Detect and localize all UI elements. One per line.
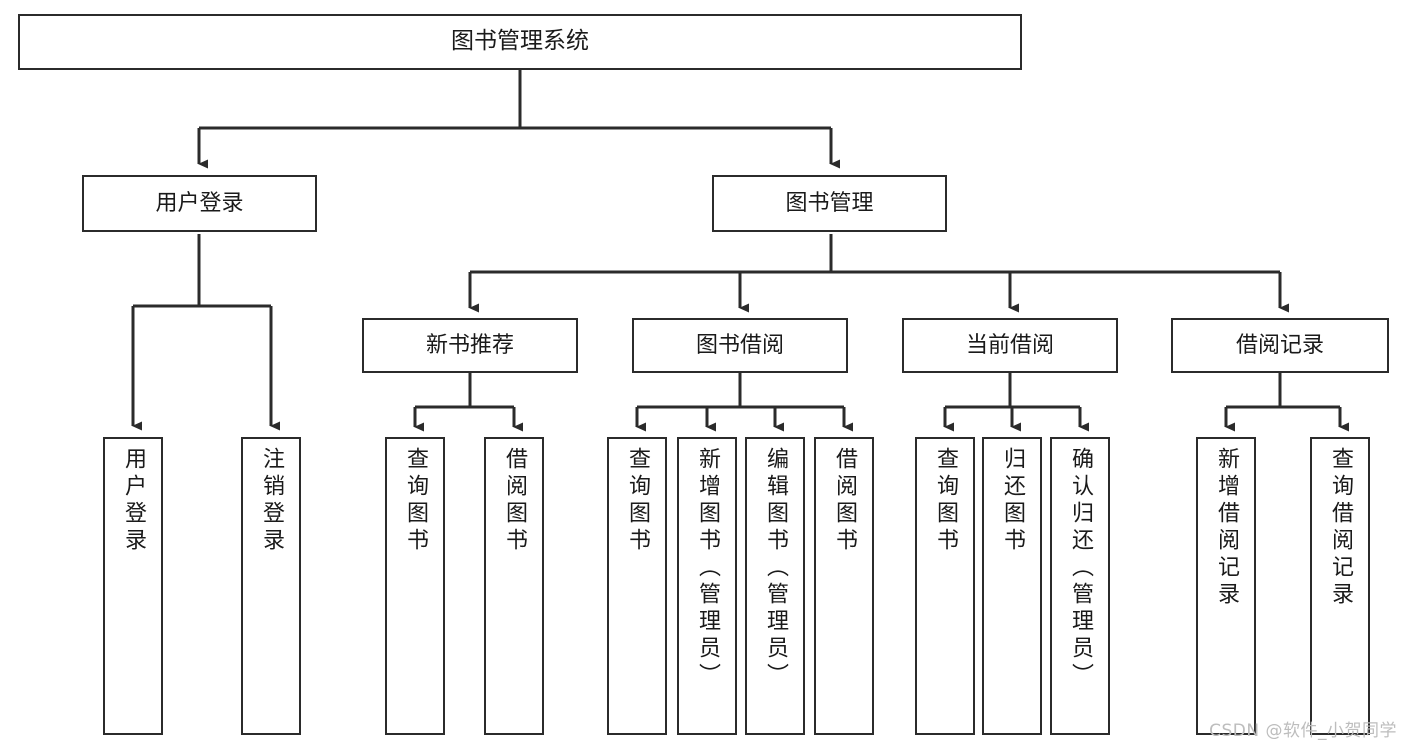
leaf-return-book[interactable]: 归还图书 xyxy=(982,437,1042,735)
node-label: 新书推荐 xyxy=(425,332,514,358)
leaf-edit-book-admin[interactable]: 编辑图书（管理员） xyxy=(745,437,805,735)
node-label: 归还图书 xyxy=(1000,447,1025,555)
node-user-login[interactable]: 用户登录 xyxy=(82,175,317,232)
node-label: 借阅记录 xyxy=(1235,332,1324,358)
node-label: 当前借阅 xyxy=(965,332,1054,358)
node-new-book-recommend[interactable]: 新书推荐 xyxy=(362,318,578,373)
leaf-borrow-book[interactable]: 借阅图书 xyxy=(814,437,874,735)
leaf-add-borrow-record[interactable]: 新增借阅记录 xyxy=(1196,437,1256,735)
leaf-borrow-book-new[interactable]: 借阅图书 xyxy=(484,437,544,735)
node-book-borrow[interactable]: 图书借阅 xyxy=(632,318,848,373)
leaf-query-borrow-record[interactable]: 查询借阅记录 xyxy=(1310,437,1370,735)
node-label: 图书借阅 xyxy=(695,332,784,358)
node-label: 编辑图书（管理员） xyxy=(763,447,788,690)
node-label: 查询图书 xyxy=(403,447,428,555)
node-label: 确认归还（管理员） xyxy=(1068,447,1093,690)
leaf-query-book-current[interactable]: 查询图书 xyxy=(915,437,975,735)
leaf-query-book-new[interactable]: 查询图书 xyxy=(385,437,445,735)
leaf-user-logout[interactable]: 注销登录 xyxy=(241,437,301,735)
node-root-system[interactable]: 图书管理系统 xyxy=(18,14,1022,70)
node-borrow-records[interactable]: 借阅记录 xyxy=(1171,318,1389,373)
node-label: 新增借阅记录 xyxy=(1214,447,1239,609)
node-label: 查询图书 xyxy=(625,447,650,555)
node-label: 用户登录 xyxy=(155,190,244,216)
node-label: 用户登录 xyxy=(121,447,146,555)
node-label: 图书管理系统 xyxy=(451,28,589,55)
leaf-add-book-admin[interactable]: 新增图书（管理员） xyxy=(677,437,737,735)
node-label: 借阅图书 xyxy=(502,447,527,555)
leaf-user-login[interactable]: 用户登录 xyxy=(103,437,163,735)
node-label: 注销登录 xyxy=(259,447,284,555)
node-label: 查询借阅记录 xyxy=(1328,447,1353,609)
node-current-borrow[interactable]: 当前借阅 xyxy=(902,318,1118,373)
node-label: 查询图书 xyxy=(933,447,958,555)
node-label: 新增图书（管理员） xyxy=(695,447,720,690)
node-label: 借阅图书 xyxy=(832,447,857,555)
node-book-management[interactable]: 图书管理 xyxy=(712,175,947,232)
leaf-confirm-return-admin[interactable]: 确认归还（管理员） xyxy=(1050,437,1110,735)
watermark-text: CSDN @软件_小贺同学 xyxy=(1209,721,1397,741)
node-label: 图书管理 xyxy=(785,190,874,216)
leaf-query-book-borrow[interactable]: 查询图书 xyxy=(607,437,667,735)
